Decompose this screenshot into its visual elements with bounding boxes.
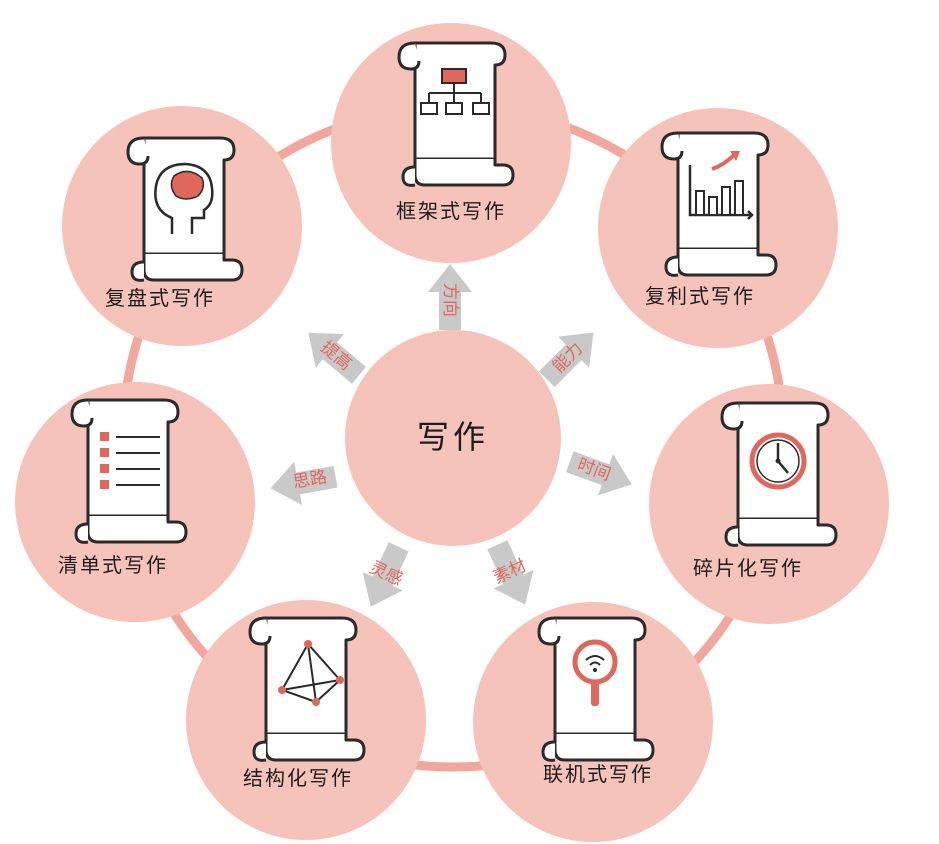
node-label-fragment: 碎片化写作 [693,556,803,580]
node-label-structured: 结构化写作 [243,766,353,790]
node-framework: 框架式写作 [331,23,571,263]
checklist-scroll-icon [70,398,188,544]
pyramid-scroll-icon [248,616,366,762]
node-label-networked: 联机式写作 [543,762,653,786]
clock-scroll-icon [720,401,838,547]
flowchart-scroll-icon [397,41,515,187]
node-compound: 复利式写作 [598,108,838,348]
center-node: 写作 [345,330,561,546]
center-label: 写作 [417,418,489,456]
arrow-label-direction: 方向 [440,283,460,317]
node-review: 复盘式写作 [62,106,302,346]
node-label-checklist: 清单式写作 [58,553,168,577]
node-checklist: 清单式写作 [15,382,255,622]
node-fragment: 碎片化写作 [649,384,889,624]
node-label-compound: 复利式写作 [645,284,755,308]
magnifier-scroll-icon [537,616,655,762]
node-networked: 联机式写作 [473,602,713,842]
node-label-framework: 框架式写作 [396,199,506,223]
node-label-review: 复盘式写作 [105,286,215,310]
bar-chart-scroll-icon [660,131,778,277]
node-structured: 结构化写作 [186,600,426,840]
brain-scroll-icon [126,136,244,282]
